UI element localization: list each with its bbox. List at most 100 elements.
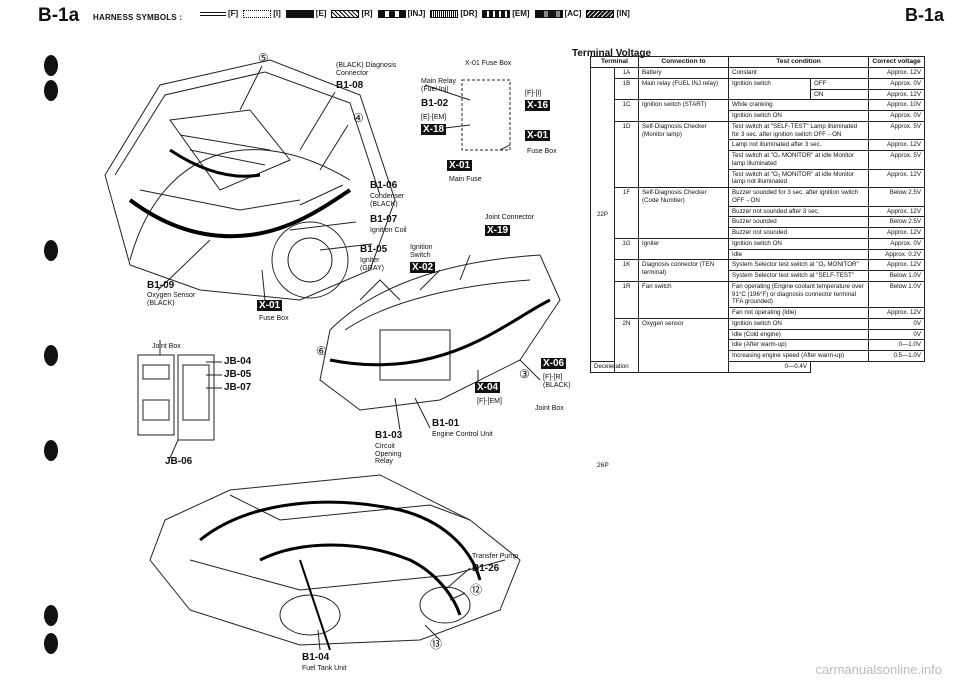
ignition-switch-label: Ignition Switch xyxy=(410,244,433,259)
voltage-cell: Approx. 12V xyxy=(868,307,925,319)
legend-e: [E] xyxy=(285,9,326,18)
x01-fuse-box-label: X-01 Fuse Box xyxy=(465,60,512,67)
binder-hole xyxy=(44,80,58,101)
condenser-label: Condenser (BLACK) xyxy=(370,193,405,208)
igniter-label: Igniter (GRAY) xyxy=(360,257,384,272)
table-row: 1B Main relay (FUEL INJ relay) Ignition … xyxy=(591,77,925,101)
fuse-box-label-a: Fuse Box xyxy=(527,148,557,155)
jb06-label: JB-06 xyxy=(165,456,193,467)
fi-label: [F]-[I] xyxy=(525,90,542,97)
legend-em: [EM] xyxy=(482,9,530,18)
binder-hole xyxy=(44,440,58,461)
b102-label: B1-02 xyxy=(421,98,449,109)
condition-cell: Ignition switch ON xyxy=(728,237,869,250)
connector-22p: 22P xyxy=(590,67,615,362)
jb05-label: JB-05 xyxy=(224,369,252,380)
terminal-voltage-title: Terminal Voltage xyxy=(572,48,652,59)
connection-cell: Fan switch xyxy=(638,280,729,319)
condition-cell: Fan operating (Engine coolant temperatur… xyxy=(728,280,869,309)
fiem-label: [F]-[EM] xyxy=(477,398,502,405)
connection-cell: Ignition switch (START) xyxy=(638,99,729,122)
voltage-cell: Approx. 12V xyxy=(868,139,925,152)
x01-tag-b: X-01 xyxy=(447,160,473,171)
condition-cell: While cranking xyxy=(728,99,869,112)
table-row: 22P 1A Battery Constant Approx. 12V xyxy=(590,67,925,362)
condition-cell: Ignition switch ON xyxy=(728,317,869,330)
terminal-cell: 1F xyxy=(614,187,639,239)
header-test-condition: Test condition xyxy=(728,55,869,69)
condition-cell: ON xyxy=(810,88,869,101)
voltage-cell: Approx. 5V xyxy=(868,120,925,141)
b107-label: B1-07 xyxy=(370,214,398,225)
x18-tag: X-18 xyxy=(421,124,447,135)
voltage-cell: Below 1.0V xyxy=(868,270,925,282)
legend-inj: [INJ] xyxy=(377,9,425,18)
black-label: (BLACK) xyxy=(543,382,571,389)
binder-hole xyxy=(44,55,58,76)
connection-cell: Self-Diagnosis Checker (Monitor lamp) xyxy=(638,120,729,189)
condition-cell: Constant xyxy=(728,67,869,79)
voltage-cell: Approx. 12V xyxy=(868,168,925,189)
voltage-cell: Approx. 12V xyxy=(868,259,925,272)
condition-cell: System Selector test switch at "SELF-TES… xyxy=(728,270,869,282)
harness-symbols-label: HARNESS SYMBOLS : xyxy=(93,13,183,22)
table-row: 1F Self-Diagnosis Checker (Code Number) … xyxy=(591,187,925,239)
oxygen-sensor-label: Oxygen Sensor (BLACK) xyxy=(147,292,196,307)
table-row: Test switch at "O₂ MONITOR" at idle Moni… xyxy=(591,150,925,170)
binder-hole xyxy=(44,605,58,626)
connector-26p: 26P xyxy=(597,462,609,469)
b101-label: B1-01 xyxy=(432,418,460,429)
table-row: Deceleration 0—0.4V xyxy=(590,360,925,373)
voltage-cell: Approx. 5V xyxy=(868,150,925,170)
table-row: Ignition switch ON Approx. 0V xyxy=(591,110,925,122)
header-correct-voltage: Correct voltage xyxy=(868,55,925,69)
voltage-cell: 0.5—1.0V xyxy=(868,350,925,362)
legend-i: [I] xyxy=(243,9,281,18)
callout-3: ③ xyxy=(519,367,530,381)
b104-label: B1-04 xyxy=(302,652,330,663)
eem-label: [E]-[EM] xyxy=(421,114,447,121)
voltage-cell: Below 2.5V xyxy=(868,187,925,207)
circuit-opening-relay-label: Circuit Opening Relay xyxy=(375,443,402,466)
condition-cell: Buzzer not sounded xyxy=(728,227,869,239)
condition-cell: Ignition switch xyxy=(728,77,811,101)
condition-cell: Buzzer sounded xyxy=(728,216,869,229)
connection-cell: Main relay (FUEL INJ relay) xyxy=(638,77,729,101)
legend-in: [IN] xyxy=(586,9,630,18)
callout-12: ⑫ xyxy=(470,583,483,597)
terminal-cell: 1D xyxy=(614,120,639,189)
main-fuse-label: Main Fuse xyxy=(449,176,482,183)
joint-box-label-b: Joint Box xyxy=(535,405,564,412)
transfer-pump-label: Transfer Pump xyxy=(472,553,519,560)
voltage-cell: Below 2.5V xyxy=(868,216,925,229)
condition-cell: Increasing engine speed (After warm-up) xyxy=(728,350,869,362)
condition-cell: Idle xyxy=(728,248,869,261)
table-header-row: Terminal Connection to Test condition Co… xyxy=(590,55,925,69)
condition-cell: Idle (Cold engine) xyxy=(728,328,869,341)
jb04-label: JB-04 xyxy=(224,356,252,367)
x19-tag: X-19 xyxy=(485,225,511,236)
ecu-label: Engine Control Unit xyxy=(432,431,493,438)
binder-hole xyxy=(44,633,58,654)
condition-cell: Test switch at "O₂ MONITOR" at idle Moni… xyxy=(728,150,869,170)
voltage-cell: Below 1.0V xyxy=(868,280,925,309)
ignition-coil-label: Ignition Coil xyxy=(370,227,407,234)
connection-cell: Battery xyxy=(638,67,729,79)
voltage-cell: Approx. 0.2V xyxy=(868,248,925,261)
condition-cell: Test switch at "O₂ MONITOR" at idle Moni… xyxy=(728,168,869,189)
voltage-cell: Approx. 12V xyxy=(868,205,925,218)
voltage-cell: Approx. 0V xyxy=(868,110,925,122)
terminal-cell: 1C xyxy=(614,99,639,122)
table-row: 1R Fan switch Fan operating (Engine cool… xyxy=(591,280,925,319)
watermark: carmanualsonline.info xyxy=(815,662,942,677)
b108-note: (BLACK) Diagnosis Connector xyxy=(336,62,397,77)
condition-cell: Deceleration xyxy=(590,360,639,373)
b105-label: B1-05 xyxy=(360,244,388,255)
terminal-cell: 1B xyxy=(614,77,639,101)
legend-ac: [AC] xyxy=(534,9,581,18)
voltage-cell: Approx. 10V xyxy=(868,99,925,112)
b103-label: B1-03 xyxy=(375,430,403,441)
jb07-label: JB-07 xyxy=(224,382,252,393)
joint-box-label: Joint Box xyxy=(152,343,181,350)
